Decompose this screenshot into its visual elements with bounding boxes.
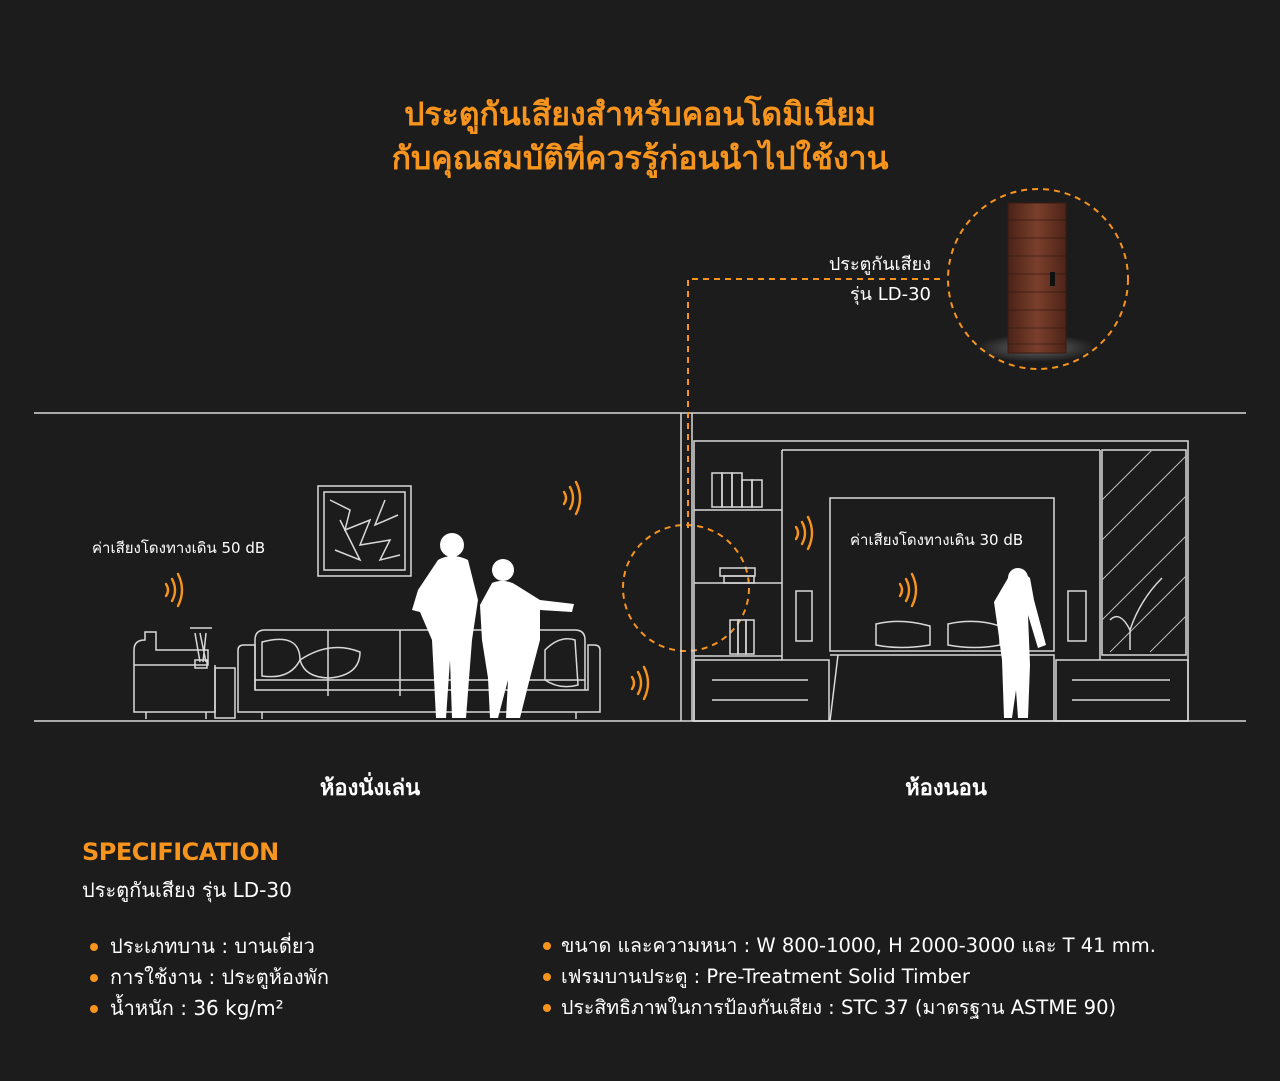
spec-subtitle: ประตูกันเสียง รุ่น LD-30 [82,878,292,902]
living-room-people [412,533,574,718]
bullet-icon [90,974,98,982]
bullet-icon [90,1005,98,1013]
living-room-label: ห้องนั่งเล่น [319,776,421,801]
spec-item-text: ขนาด และความหนา : W 800-1000, H 2000-300… [561,934,1156,957]
bullet-icon [543,973,551,981]
living-room-noise-label: ค่าเสียงโดงทางเดิน 50 dB [92,539,266,557]
page-title-line2: กับคุณสมบัติที่ควรรู้ก่อนนำไปใช้งาน [391,139,889,177]
partition-wall [680,413,693,721]
spec-heading: SPECIFICATION [82,838,279,866]
spec-item-text: การใช้งาน : ประตูห้องพัก [110,965,329,989]
bedroom-noise-label: ค่าเสียงโดงทางเดิน 30 dB [850,531,1024,549]
bullet-icon [543,942,551,950]
spec-item: น้ำหนัก : 36 kg/m² [88,993,329,1024]
bedroom-label: ห้องนอน [905,776,987,801]
bullet-icon [543,1004,551,1012]
door-callout-line1: ประตูกันเสียง [828,254,931,275]
bullet-icon [90,943,98,951]
page-title-line1: ประตูกันเสียงสำหรับคอนโดมิเนียม [404,95,876,133]
spec-item-text: ประเภทบาน : บานเดี่ยว [110,934,315,958]
spec-item: เฟรมบานประตู : Pre-Treatment Solid Timbe… [541,961,1156,992]
spec-item: ประเภทบาน : บานเดี่ยว [88,931,329,962]
bedroom-furniture [693,440,1189,722]
door-callout [622,188,1129,652]
spec-item-text: ประสิทธิภาพในการป้องกันเสียง : STC 37 (ม… [561,996,1117,1019]
living-room-furniture [133,485,601,719]
spec-list-right: ขนาด และความหนา : W 800-1000, H 2000-300… [541,930,1156,1023]
spec-item-text: เฟรมบานประตู : Pre-Treatment Solid Timbe… [561,965,970,988]
bedroom-person [994,568,1046,718]
door-image [976,202,1096,362]
spec-item: การใช้งาน : ประตูห้องพัก [88,962,329,993]
door-callout-line2: รุ่น LD-30 [850,284,931,305]
spec-item: ประสิทธิภาพในการป้องกันเสียง : STC 37 (ม… [541,992,1156,1023]
door-callout-label: ประตูกันเสียง รุ่น LD-30 [829,250,931,310]
spec-item-text: น้ำหนัก : 36 kg/m² [110,996,284,1020]
spec-list-left: ประเภทบาน : บานเดี่ยว การใช้งาน : ประตูห… [88,931,329,1024]
spec-item: ขนาด และความหนา : W 800-1000, H 2000-300… [541,930,1156,961]
sound-wave-icons [164,480,918,701]
